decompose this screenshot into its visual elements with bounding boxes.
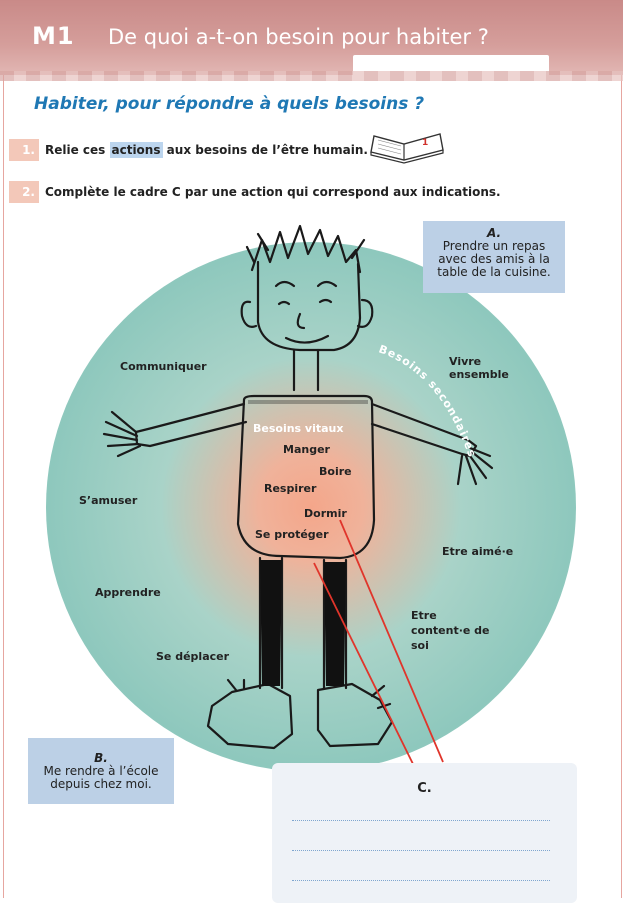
answer-line[interactable] <box>292 880 550 881</box>
card-c-answer-box[interactable]: C. <box>272 763 577 903</box>
secondary-need-item: Etre content·e de soi <box>411 608 491 653</box>
answer-line[interactable] <box>292 850 550 851</box>
secondary-need-item: Communiquer <box>120 360 207 373</box>
answer-line[interactable] <box>292 820 550 821</box>
card-c-letter: C. <box>272 781 577 796</box>
card-a-line: table de la cuisine. <box>423 266 565 279</box>
secondary-need-item: Etre aimé·e <box>442 545 513 558</box>
card-b-line: depuis chez moi. <box>28 778 174 791</box>
secondary-need-item: Apprendre <box>95 586 161 599</box>
secondary-need-item: S’amuser <box>79 494 137 507</box>
secondary-need-item: Se déplacer <box>156 650 229 663</box>
card-a: A. Prendre un repas avec des amis à la t… <box>423 221 565 293</box>
secondary-need-item: Vivre ensemble <box>449 355 509 381</box>
card-b: B. Me rendre à l’école depuis chez moi. <box>28 738 174 804</box>
